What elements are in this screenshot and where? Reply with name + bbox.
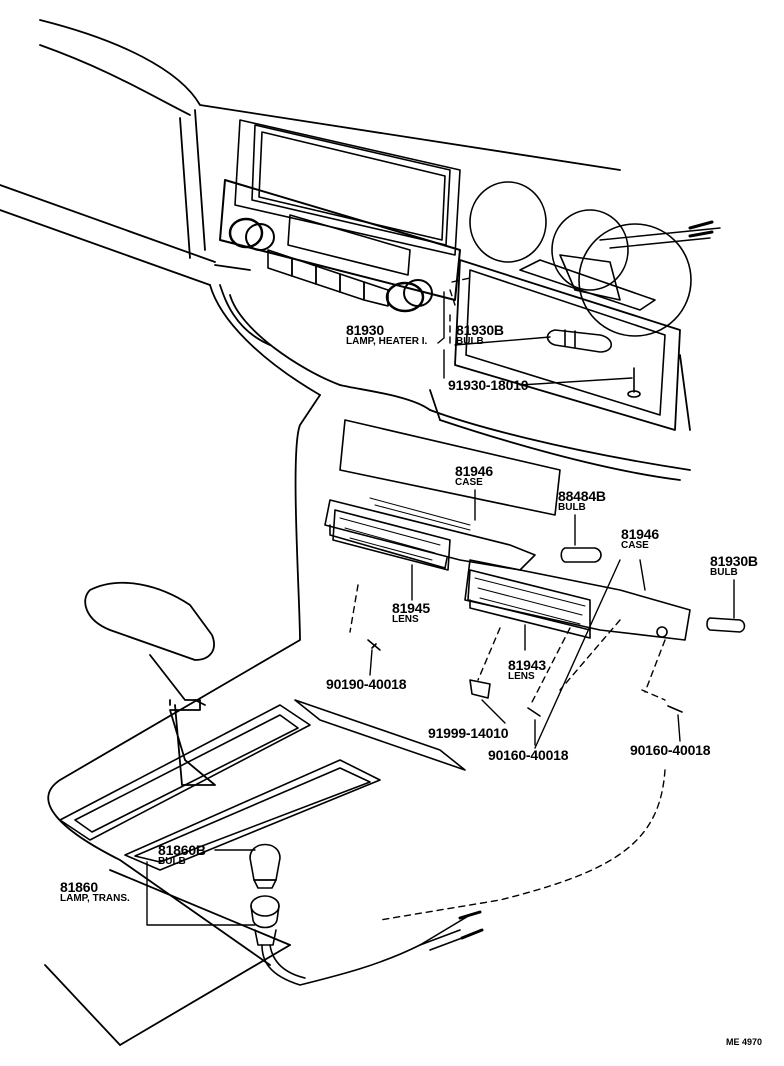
part-name: CASE: [455, 477, 483, 488]
case-81946-right: [464, 559, 691, 641]
label-91999-14010: 91999-14010: [428, 725, 509, 741]
part-name: LAMP, TRANS.: [60, 893, 130, 904]
label-81946-case-left: 81946 CASE: [455, 464, 493, 488]
label-81860-lamp-trans: 81860 LAMP, TRANS.: [60, 880, 130, 904]
label-81946-case-right: 81946 CASE: [621, 527, 659, 551]
part-number: 88484B: [558, 488, 606, 504]
part-number: 90160-40018: [630, 742, 711, 758]
trans-lamp-wiring: [261, 910, 484, 986]
part-name: BULB: [158, 856, 186, 867]
part-name: LAMP, HEATER I.: [346, 336, 428, 347]
part-number: 81946: [455, 463, 493, 479]
heater-screw: [627, 367, 641, 398]
radio-panel: [219, 119, 461, 313]
label-88484b: 88484B BULB: [558, 489, 606, 513]
part-number: 81946: [621, 526, 659, 542]
part-number: 81945: [392, 600, 430, 616]
lens-81945: [329, 524, 448, 569]
bulb-88484b: [560, 547, 602, 563]
label-81930b-right: 81930B BULB: [710, 554, 758, 578]
part-number: 81930B: [456, 322, 504, 338]
screw-90190: [367, 639, 381, 651]
trans-lamp-bulb: [249, 843, 281, 889]
label-91930-18010: 91930-18010: [448, 377, 529, 393]
part-name: BULB: [456, 336, 484, 347]
clip-91999: [469, 679, 491, 699]
label-81860b-bulb: 81860B BULB: [158, 843, 206, 867]
bulb-81930b-right: [706, 617, 746, 633]
label-81930: 81930 LAMP, HEATER I.: [346, 323, 427, 347]
label-81945-lens: 81945 LENS: [392, 601, 430, 625]
part-number: 81860: [60, 879, 98, 895]
label-90160-40018-left: 90160-40018: [488, 747, 569, 763]
part-number: 90190-40018: [326, 676, 407, 692]
leader-lines: [146, 291, 735, 926]
part-number: 81930B: [710, 553, 758, 569]
case-81946-left: [324, 497, 536, 571]
label-81943-lens: 81943 LENS: [508, 658, 546, 682]
screw-90160-left: [527, 707, 541, 717]
part-name: CASE: [621, 540, 649, 551]
part-number: 81943: [508, 657, 546, 673]
part-number: 91930-18010: [448, 377, 529, 393]
dashboard-outline: [0, 19, 691, 1046]
label-81930b-top: 81930B BULB: [456, 323, 504, 347]
part-name: LENS: [508, 671, 535, 682]
alignment-lines: [349, 277, 666, 921]
part-number: 90160-40018: [488, 747, 569, 763]
screw-90160-right: [667, 705, 683, 713]
part-number: 91999-14010: [428, 725, 509, 741]
gauge-cluster: [454, 181, 721, 431]
part-name: BULB: [710, 567, 738, 578]
label-90160-40018-right: 90160-40018: [630, 742, 711, 758]
part-name: LENS: [392, 614, 419, 625]
gear-shifter: [84, 581, 216, 786]
heater-lamp-bulb: [546, 329, 613, 353]
console-slots: [59, 699, 466, 871]
console-opening: [339, 419, 561, 516]
label-90190-40018: 90190-40018: [326, 676, 407, 692]
trans-lamp-socket: [250, 895, 280, 946]
part-number: 81860B: [158, 842, 206, 858]
figure-code: ME 4970: [726, 1037, 763, 1047]
lens-81943: [469, 599, 591, 639]
part-name: BULB: [558, 502, 586, 513]
part-number: 81930: [346, 322, 384, 338]
